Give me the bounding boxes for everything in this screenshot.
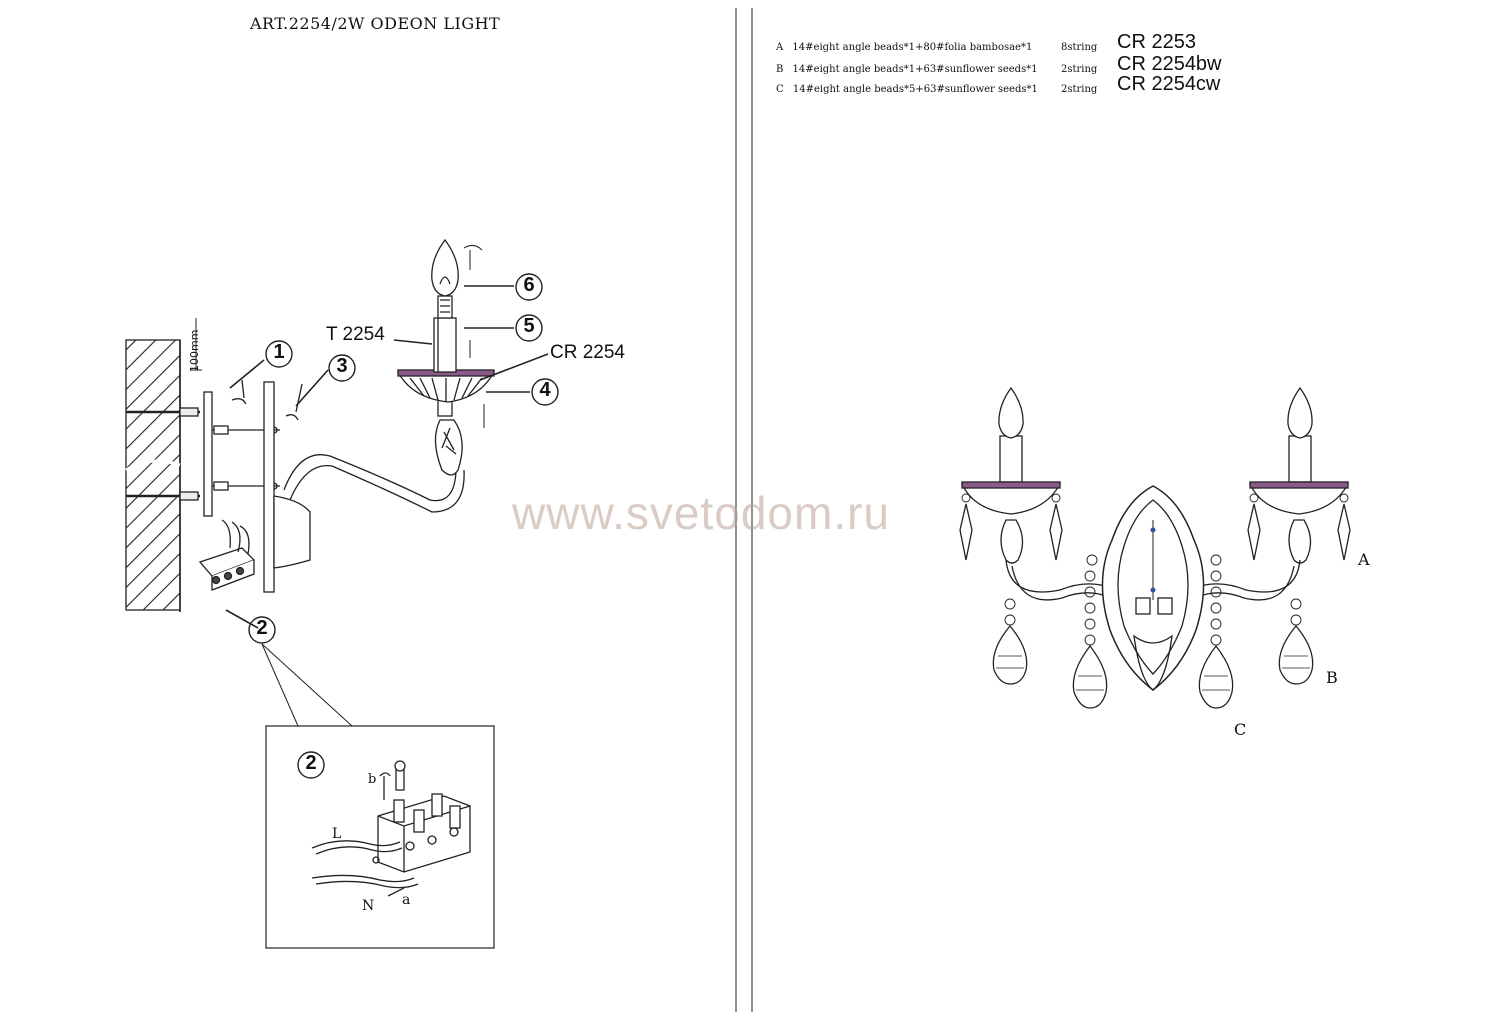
watermark: www.svetodom.ru [512, 487, 891, 539]
page-divider [735, 8, 753, 1012]
spec-row-c: C 14#eight angle beads*5+63#sunflower se… [776, 73, 1220, 95]
front-view-sconce [959, 386, 1351, 709]
variant-label-c: C [1234, 720, 1247, 739]
callout-leaders [225, 285, 549, 629]
spec-row-a: A 14#eight angle beads*1+80#folia bambos… [776, 31, 1196, 53]
variant-label-b: B [1326, 668, 1338, 687]
dimension-label: 100mm [188, 329, 201, 372]
spec-letter: A [776, 42, 784, 53]
callout-6: 6 [523, 274, 535, 296]
spec-letter: C [776, 84, 784, 95]
callout-circles [248, 273, 559, 644]
step-label-b: b [368, 772, 377, 787]
spec-row-b: B 14#eight angle beads*1+63#sunflower se… [776, 53, 1222, 75]
spec-code: CR 2254cw [1117, 73, 1221, 95]
step-label-a: a [402, 892, 411, 908]
spec-code: CR 2253 [1117, 31, 1196, 53]
spec-letter: B [776, 64, 784, 75]
inset-callout-2: 2 [305, 752, 317, 774]
mounting-plate [203, 379, 303, 517]
variant-label-a: A [1358, 550, 1370, 569]
spec-description: 14#eight angle beads*1+80#folia bambosae… [792, 42, 1033, 53]
spec-quantity: 2string [1061, 84, 1098, 95]
spec-quantity: 8string [1061, 42, 1098, 53]
rotation-arrows [463, 244, 485, 428]
callout-3: 3 [336, 355, 348, 377]
spec-description: 14#eight angle beads*1+63#sunflower seed… [792, 64, 1038, 75]
candle-and-bulb [431, 238, 459, 373]
spec-quantity: 2string [1061, 64, 1098, 75]
wiring-inset [265, 725, 495, 949]
spec-description: 14#eight angle beads*5+63#sunflower seed… [792, 84, 1038, 95]
part-label-cr: CR 2254 [550, 342, 625, 363]
wire-label-n: N [362, 898, 375, 914]
part-label-t: T 2254 [326, 324, 385, 345]
dimension-marker [190, 318, 202, 371]
callout-2: 2 [256, 617, 268, 639]
callout-1: 1 [273, 341, 285, 363]
sconce-arm [263, 381, 465, 593]
page-title: ART.2254/2W ODEON LIGHT [250, 14, 501, 33]
wall-section [125, 339, 181, 612]
spec-code: CR 2254bw [1117, 53, 1222, 75]
wall-screws [126, 407, 200, 501]
callout-4: 4 [539, 379, 551, 401]
callout-5: 5 [523, 315, 535, 337]
wire-label-l: L [332, 826, 342, 842]
bobeche-cup [396, 369, 496, 403]
terminal-block [198, 519, 256, 591]
inset-leaders [261, 643, 353, 727]
